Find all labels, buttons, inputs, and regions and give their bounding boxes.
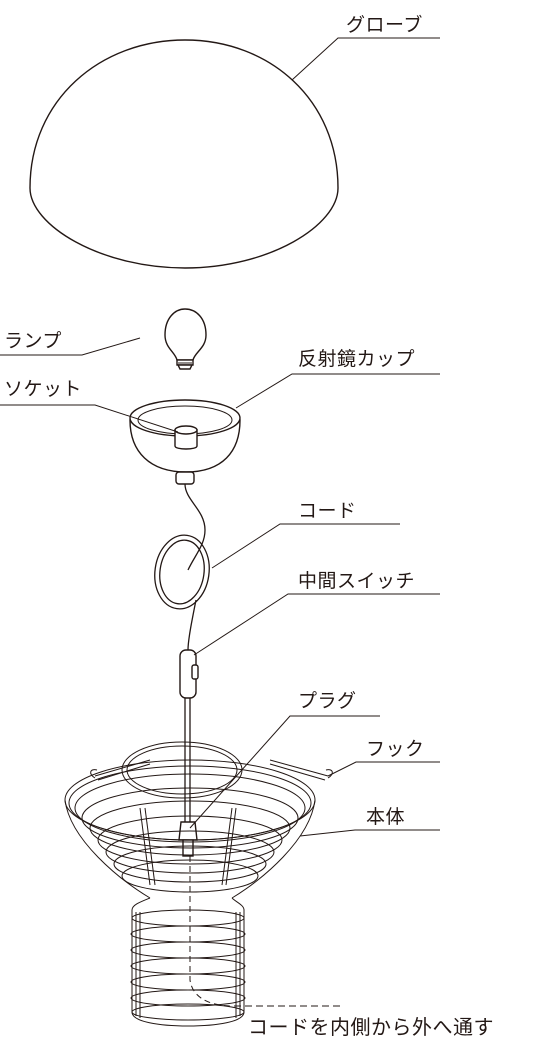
label-reflector-cup: 反射鏡カップ [298, 348, 416, 370]
leader-lines [0, 37, 440, 1007]
label-inline-switch: 中間スイッチ [298, 570, 416, 592]
label-cord-note: コードを内側から外へ通す [248, 1015, 494, 1039]
label-globe: グローブ [346, 14, 423, 36]
label-cord: コード [298, 500, 357, 522]
inline-switch [179, 649, 199, 699]
globe-dome [29, 39, 339, 269]
label-body: 本体 [366, 806, 406, 828]
label-lamp: ランプ [4, 330, 62, 352]
label-plug: プラグ [298, 690, 357, 712]
label-hook: フック [366, 738, 425, 760]
wire-cage-body [64, 741, 333, 1027]
label-socket: ソケット [4, 378, 83, 400]
plug [178, 821, 198, 857]
lamp-bulb [164, 308, 207, 370]
socket-cylinder [174, 425, 198, 450]
